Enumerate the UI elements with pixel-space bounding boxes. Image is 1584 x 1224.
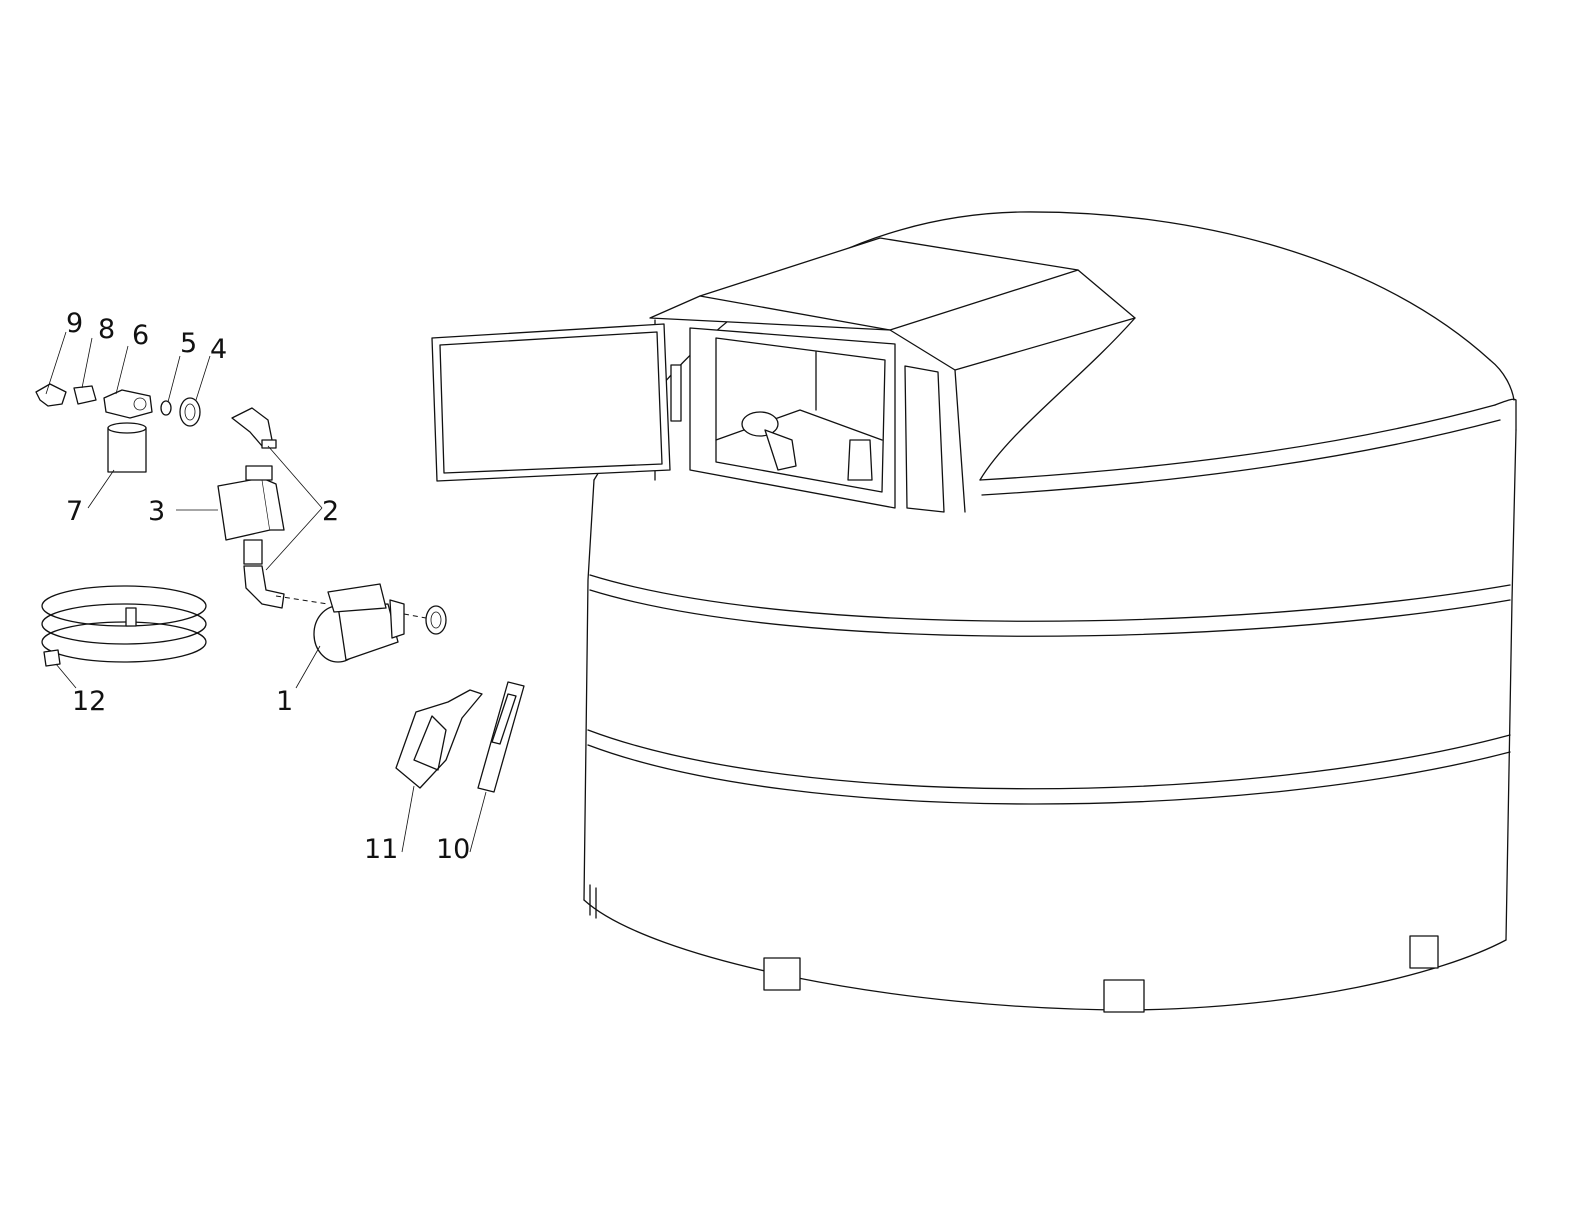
callout-labels: 9 8 6 5 4 7 3 2 1 12 11 10 (66, 308, 470, 865)
callout-9: 9 (66, 308, 83, 339)
callout-1: 1 (276, 686, 293, 717)
callout-5: 5 (180, 328, 197, 359)
part-6-filter-head (103, 389, 153, 419)
callout-12: 12 (72, 686, 106, 717)
callout-2: 2 (322, 496, 339, 527)
callout-7: 7 (66, 496, 83, 527)
part-1-pump (275, 583, 447, 663)
part-5-o-ring (160, 400, 172, 416)
tank (431, 211, 1517, 1013)
callout-11: 11 (364, 834, 398, 865)
part-11-nozzle (395, 689, 483, 789)
part-4-nut (179, 397, 201, 427)
callout-8: 8 (98, 314, 115, 345)
callout-6: 6 (132, 320, 149, 351)
parts (35, 383, 525, 793)
callout-10: 10 (436, 834, 470, 865)
leader-lines (45, 331, 487, 853)
part-7-filter-cartridge (107, 427, 147, 473)
part-3-flow-meter (217, 477, 271, 541)
callout-3: 3 (148, 496, 165, 527)
part-10-nozzle-holder (477, 681, 525, 793)
part-2-elbow-lower (243, 565, 285, 609)
part-12-hose (41, 585, 207, 667)
part-8-nipple (73, 385, 97, 405)
part-9-elbow (35, 383, 67, 407)
callout-4: 4 (210, 334, 227, 365)
